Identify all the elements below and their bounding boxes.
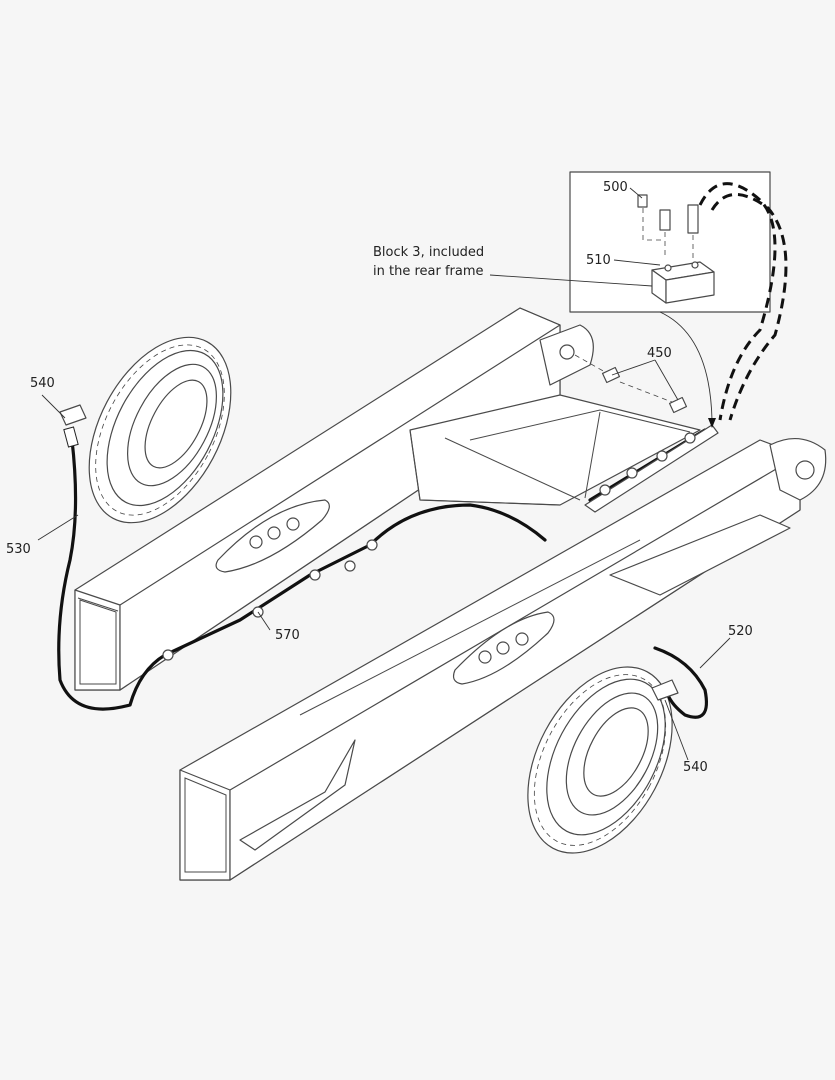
left-beam: [74, 307, 594, 691]
grease-nipple-450: [574, 354, 688, 414]
hose-530: [57, 426, 167, 711]
callout-540-right: 540: [683, 760, 708, 775]
beam-hole: [478, 650, 492, 664]
beam-hole: [249, 535, 263, 549]
slewing-ring-left: [88, 336, 232, 524]
callout-520: 520: [728, 624, 753, 639]
right-beam: [179, 438, 827, 881]
clamps: [162, 432, 696, 661]
cross-member: [409, 394, 701, 506]
callout-570: 570: [275, 628, 300, 643]
detail-inset: [569, 171, 788, 428]
callout-500: 500: [603, 180, 628, 195]
grease-elbow-540-left: [59, 404, 87, 426]
beam-hole: [286, 517, 300, 531]
hose-520: [653, 646, 708, 719]
slewing-ring-right: [527, 666, 673, 854]
block-note-line2: in the rear frame: [373, 264, 484, 279]
beam-hole: [267, 526, 281, 540]
callout-510: 510: [586, 253, 611, 268]
beam-hole: [515, 632, 529, 646]
leader-lines: [37, 187, 731, 761]
callout-530: 530: [6, 542, 31, 557]
callout-450: 450: [647, 346, 672, 361]
callout-540-left: 540: [30, 376, 55, 391]
grease-elbow-540-right: [651, 679, 679, 701]
beam-hole: [496, 641, 510, 655]
block-note-line1: Block 3, included: [373, 245, 484, 260]
